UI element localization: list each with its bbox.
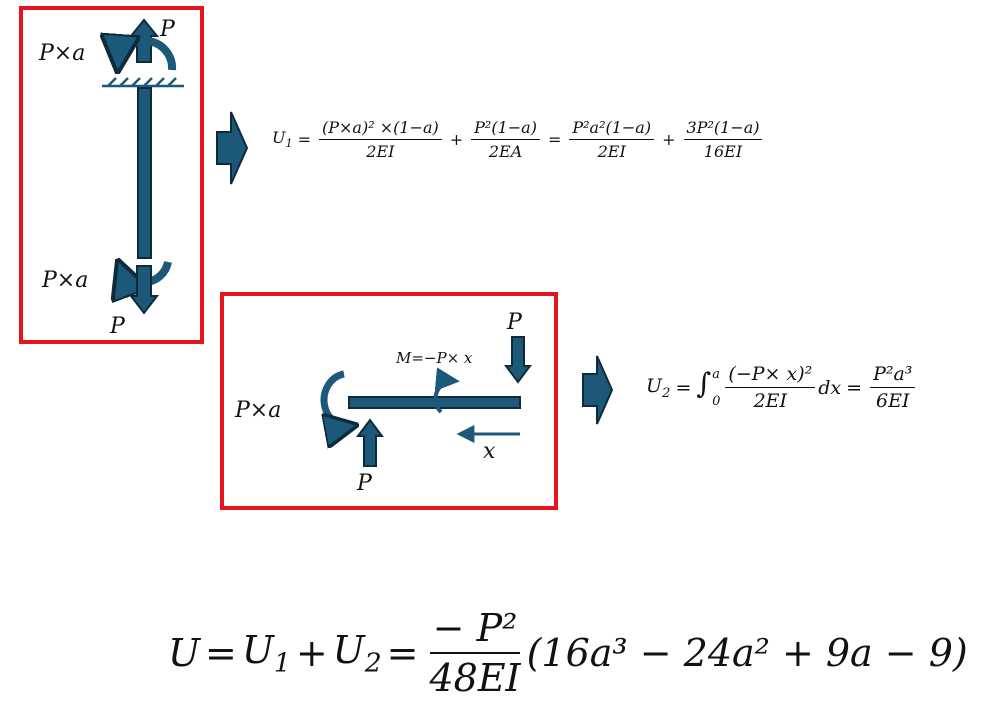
eq1-lhs: U1 — [272, 128, 293, 151]
internal-moment-arrow — [433, 367, 460, 414]
fig2-coord-label: x — [483, 439, 496, 464]
top-moment-arrow — [118, 41, 177, 70]
eq3-u1: U1 — [241, 627, 291, 679]
top-force-arrow-2 — [504, 336, 532, 384]
fig1-top-moment-label: P×a — [39, 41, 86, 66]
eq1-term3: P²a²(1−a)2EI — [569, 118, 655, 161]
fig2-moment-label: P×a — [235, 398, 282, 423]
left-moment-arrow — [320, 370, 352, 426]
fig2-frame — [220, 292, 558, 510]
fig1-bottom-force-label: P — [110, 314, 125, 339]
bottom-force-arrow-2 — [356, 418, 384, 467]
eq3-lhs: U — [168, 631, 201, 675]
fig1-frame — [19, 6, 204, 344]
fig2-force-top-label: P — [507, 310, 522, 335]
eq3-u2: U2 — [332, 627, 382, 679]
eq3-polynomial: (16a³ − 24a² + 9a − 9) — [526, 631, 968, 675]
fig2-internal-moment-label: M=−P× x — [396, 349, 473, 367]
eq1-term1: (P×a)² ×(1−a)2EI — [319, 118, 442, 161]
fixed-support — [102, 77, 184, 88]
eq2-dx: dx — [818, 376, 842, 399]
eq1-term2: P²(1−a)2EA — [471, 118, 540, 161]
block-arrow-2 — [582, 355, 614, 425]
fig2-force-bottom-label: P — [357, 471, 372, 496]
equation-u1: U1 = (P×a)² ×(1−a)2EI + P²(1−a)2EA = P²a… — [272, 118, 765, 161]
block-arrow-1 — [216, 111, 249, 185]
fig1-bottom-moment-label: P×a — [42, 268, 89, 293]
fig1-top-force-label: P — [160, 17, 175, 42]
bottom-force-arrow — [128, 265, 160, 315]
vertical-member — [137, 87, 152, 259]
eq2-lhs: U2 — [646, 374, 671, 401]
eq1-term4: 3P²(1−a)16EI — [683, 118, 763, 161]
